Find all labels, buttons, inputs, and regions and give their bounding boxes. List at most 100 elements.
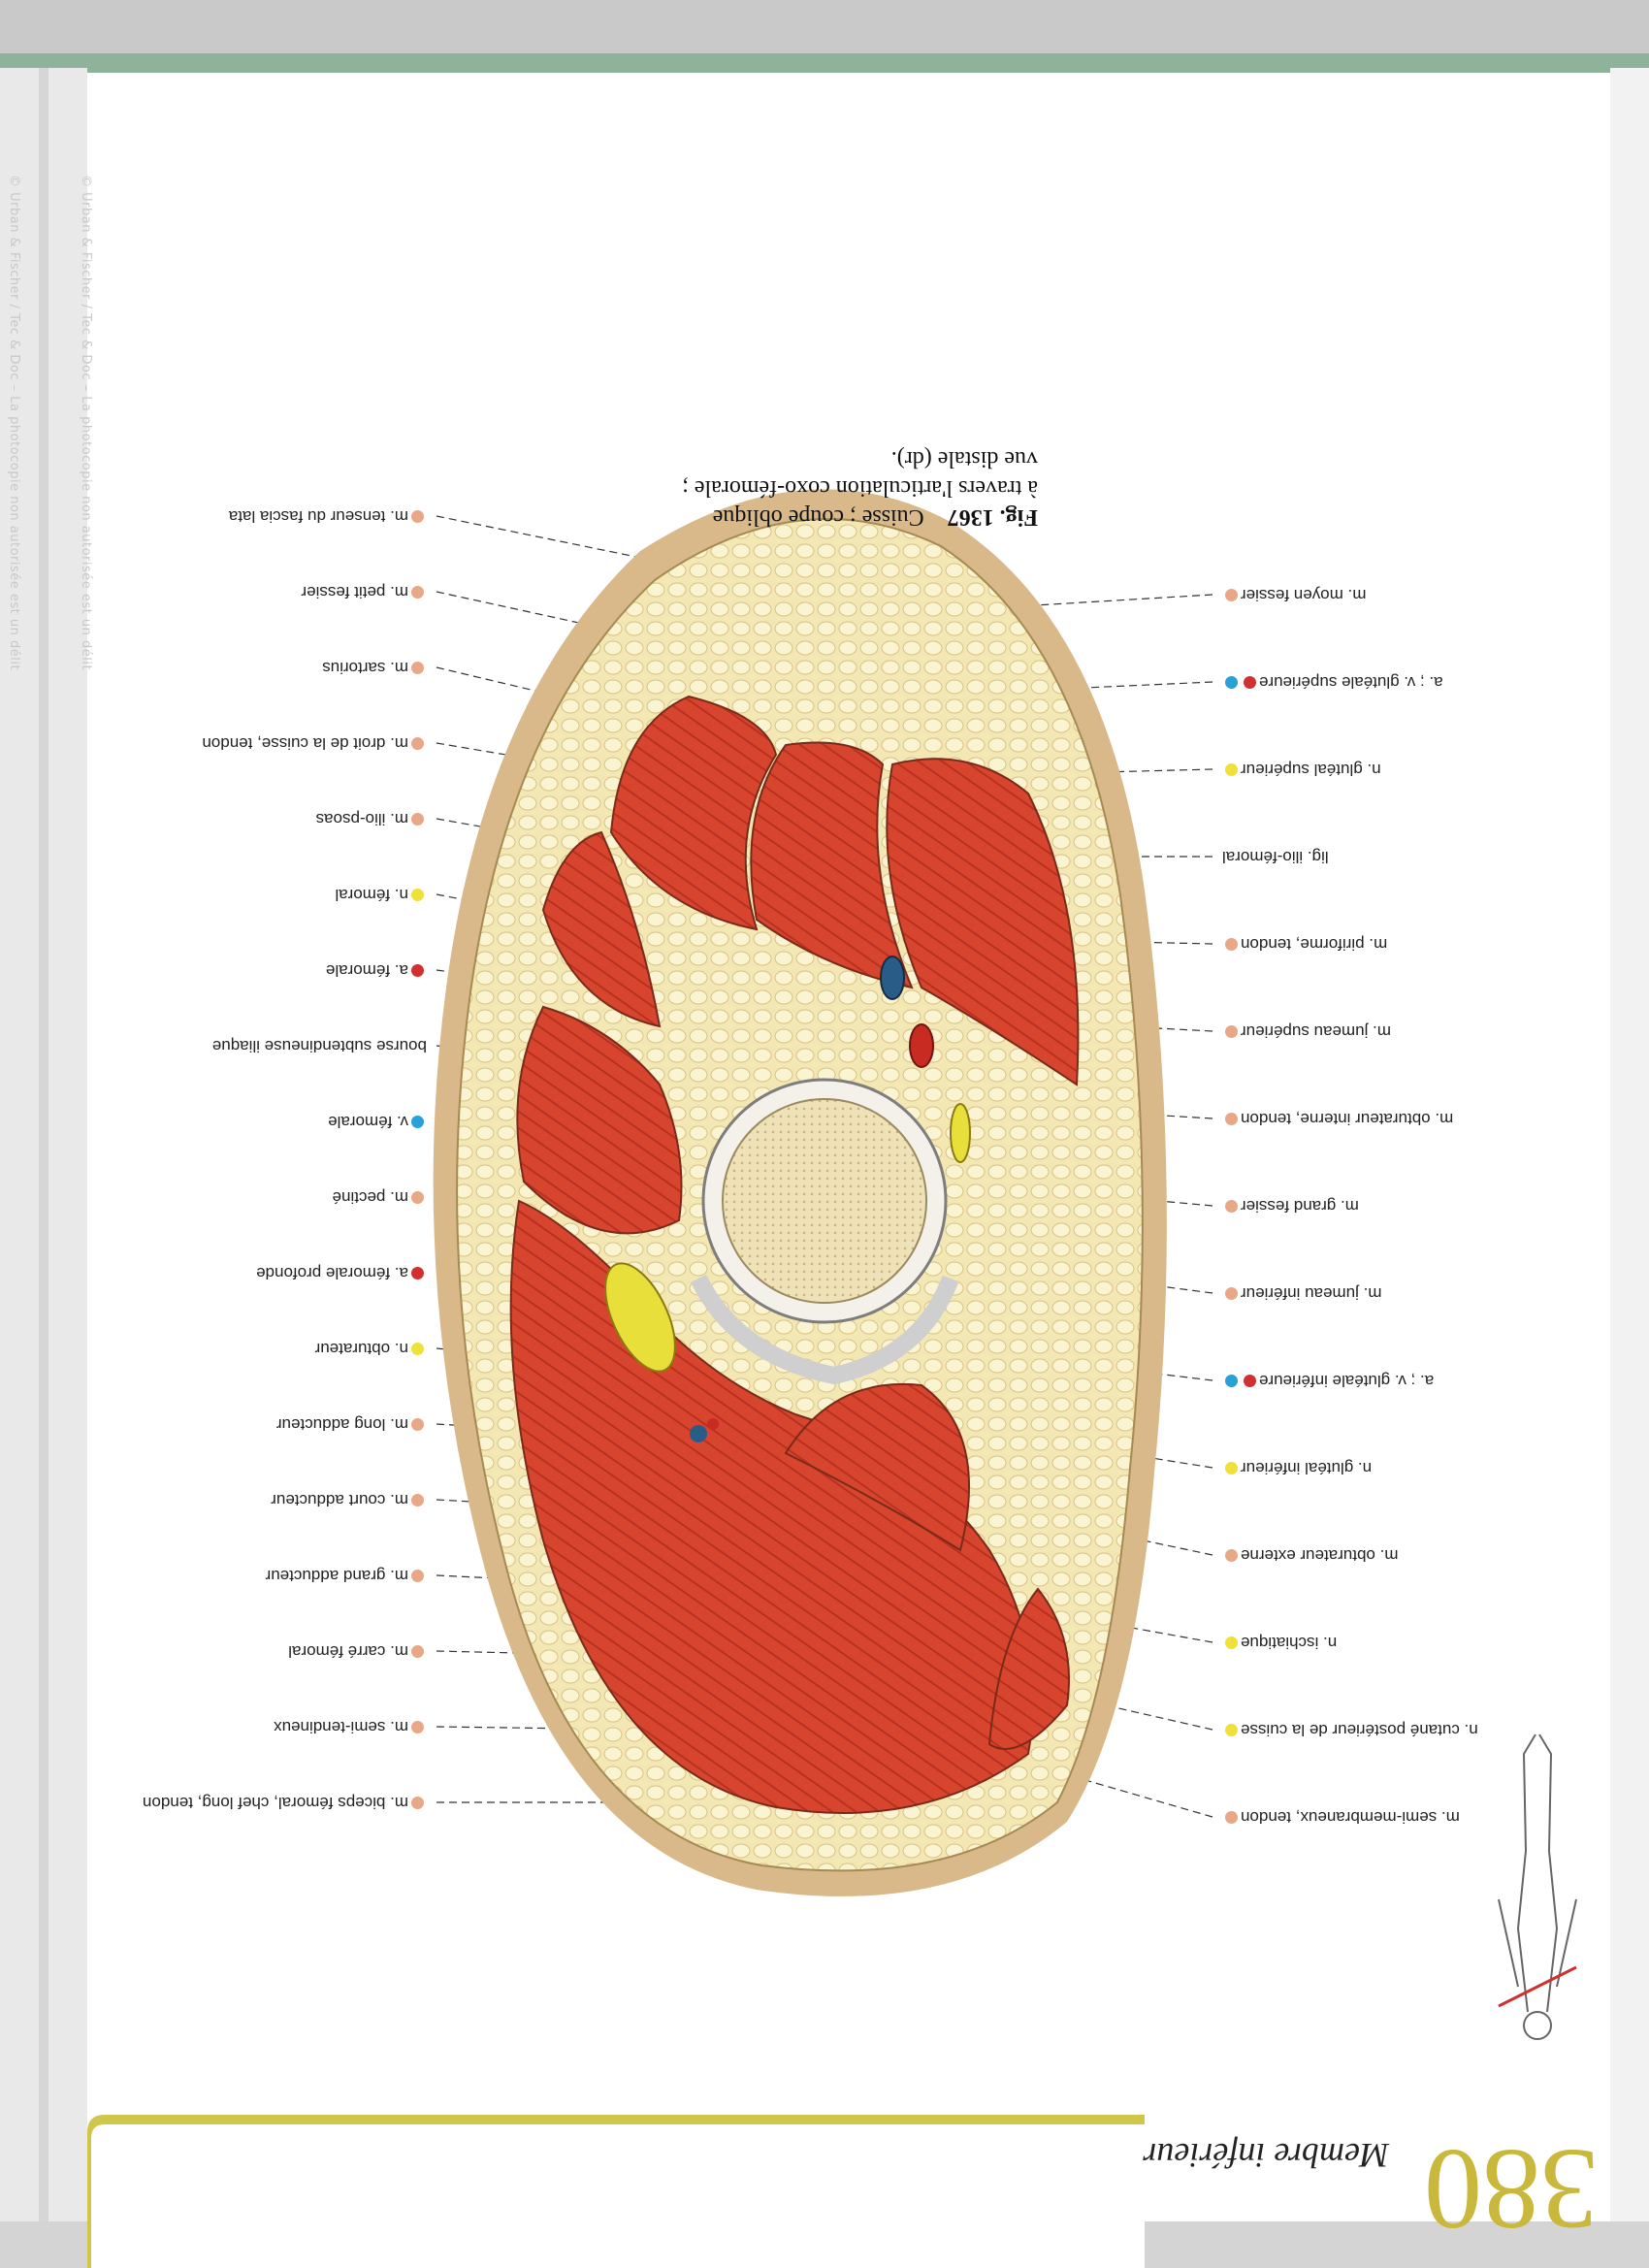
vein-dot-icon <box>411 1116 424 1128</box>
label-right-12: n. fémoral <box>335 885 427 904</box>
label-legend-dots <box>408 1718 427 1736</box>
label-legend-dots <box>1222 1022 1241 1041</box>
label-text: m. jumeau inférieur <box>1241 1284 1382 1303</box>
nerve-dot-icon <box>411 1343 424 1355</box>
label-legend-dots <box>408 1491 427 1509</box>
nerve-dot-icon <box>1225 1636 1238 1649</box>
muscle-dot-icon <box>1225 1025 1238 1038</box>
nerve-dot-icon <box>1225 763 1238 776</box>
label-right-13: m. ilio-psoas <box>316 809 427 828</box>
label-text: a. fémorale <box>325 961 408 980</box>
label-left-11: lig. ilio-fémoral <box>1222 847 1329 866</box>
label-text: n. glutéal supérieur <box>1241 761 1381 779</box>
label-legend-dots <box>408 1567 427 1585</box>
muscle-dot-icon <box>411 1494 424 1507</box>
muscle-dot-icon <box>1225 938 1238 951</box>
label-text: m. biceps fémoral, chef long, tendon <box>142 1794 408 1812</box>
label-legend-dots <box>1222 1634 1241 1652</box>
vein-dot-icon <box>1225 676 1238 689</box>
label-text: n. obturateur <box>314 1340 408 1358</box>
caption-line-1: Cuisse ; coupe oblique <box>712 504 924 530</box>
nerve-dot-icon <box>411 889 424 901</box>
muscle-dot-icon <box>1225 1287 1238 1300</box>
muscle-dot-icon <box>1225 1549 1238 1562</box>
label-left-4: n. glutéal inférieur <box>1222 1458 1372 1477</box>
caption-line-2: à travers l'articulation coxo-fémorale ; <box>682 475 1038 501</box>
artery-dot-icon <box>411 964 424 977</box>
label-legend-dots <box>1222 1721 1241 1739</box>
label-legend-dots <box>1222 1284 1241 1303</box>
label-left-9: m. jumeau supérieur <box>1222 1021 1391 1041</box>
label-right-2: m. carré fémoral <box>288 1641 427 1661</box>
label-legend-dots <box>1222 586 1241 604</box>
label-legend-dots <box>408 659 427 677</box>
label-text: a. ; v. glutéale inférieure <box>1259 1372 1435 1390</box>
label-right-7: a. fémorale profonde <box>256 1263 427 1282</box>
label-text: m. moyen fessier <box>1241 586 1367 604</box>
label-right-16: m. petit fessier <box>301 582 427 601</box>
label-legend-dots <box>408 1794 427 1812</box>
label-legend-dots <box>1222 1197 1241 1215</box>
vein-dot-icon <box>1225 1375 1238 1387</box>
label-right-0: m. biceps fémoral, chef long, tendon <box>143 1793 427 1812</box>
label-legend-dots <box>408 961 427 980</box>
label-legend-dots <box>408 1340 427 1358</box>
label-legend-dots <box>408 1264 427 1282</box>
label-right-8: m. pectiné <box>333 1187 427 1207</box>
label-legend-dots <box>408 734 427 753</box>
muscle-dot-icon <box>411 813 424 826</box>
muscle-dot-icon <box>411 1797 424 1809</box>
label-legend-dots <box>1222 761 1241 779</box>
label-text: m. sartorius <box>322 659 408 677</box>
label-legend-dots <box>408 1113 427 1131</box>
label-right-4: m. court adducteur <box>271 1490 427 1509</box>
label-text: m. obturateur interne, tendon <box>1241 1110 1454 1128</box>
label-legend-dots <box>408 1188 427 1207</box>
label-text: v. fémorale <box>328 1113 408 1131</box>
muscle-dot-icon <box>411 586 424 599</box>
label-right-9: v. fémorale <box>328 1112 427 1131</box>
label-legend-dots <box>408 886 427 904</box>
label-text: m. pectiné <box>332 1188 408 1207</box>
label-right-14: m. droit de la cuisse, tendon <box>202 733 427 753</box>
label-text: m. grand adducteur <box>265 1567 408 1585</box>
label-legend-dots <box>408 1415 427 1434</box>
label-left-8: m. obturateur interne, tendon <box>1222 1109 1453 1128</box>
label-text: a. fémorale profonde <box>256 1264 408 1282</box>
nerve-dot-icon <box>1225 1462 1238 1474</box>
label-text: m. semi-membraneux, tendon <box>1241 1808 1460 1827</box>
label-left-0: m. semi-membraneux, tendon <box>1222 1807 1460 1827</box>
muscle-dot-icon <box>1225 1113 1238 1125</box>
artery-dot-icon <box>411 1267 424 1280</box>
muscle-dot-icon <box>411 510 424 523</box>
label-legend-dots <box>408 507 427 526</box>
leader-line-left-0 <box>1027 1763 1213 1818</box>
label-left-14: m. moyen fessier <box>1222 585 1366 604</box>
label-text: m. long adducteur <box>275 1415 408 1434</box>
label-left-10: m. piriforme, tendon <box>1222 934 1387 954</box>
figure-caption: Fig. 1367 Cuisse ; coupe oblique à trave… <box>572 444 1038 532</box>
label-left-5: a. ; v. glutéale inférieure <box>1222 1371 1434 1390</box>
label-right-5: m. long adducteur <box>276 1414 427 1434</box>
label-legend-dots <box>408 583 427 601</box>
page-number: 380 <box>1424 2125 1599 2254</box>
label-text: n. cutané postérieur de la cuisse <box>1241 1721 1478 1739</box>
label-legend-dots <box>1222 673 1259 692</box>
caption-line-3: vue distale (dr). <box>890 446 1038 471</box>
label-text: lig. ilio-fémoral <box>1222 848 1329 866</box>
muscle-dot-icon <box>411 737 424 750</box>
label-left-1: n. cutané postérieur de la cuisse <box>1222 1720 1478 1739</box>
label-legend-dots <box>408 1642 427 1661</box>
muscle-dot-icon <box>411 1418 424 1431</box>
label-text: n. fémoral <box>335 886 408 904</box>
label-text: a. ; v. glutéale supérieure <box>1259 673 1443 692</box>
muscle-dot-icon <box>411 662 424 674</box>
label-legend-dots <box>1222 1372 1259 1390</box>
label-text: m. petit fessier <box>301 583 408 601</box>
label-left-2: n. ischiatique <box>1222 1633 1337 1652</box>
label-text: m. grand fessier <box>1241 1197 1359 1215</box>
muscle-dot-icon <box>1225 589 1238 601</box>
label-right-10: bourse subtendineuse iliaque <box>212 1036 427 1055</box>
